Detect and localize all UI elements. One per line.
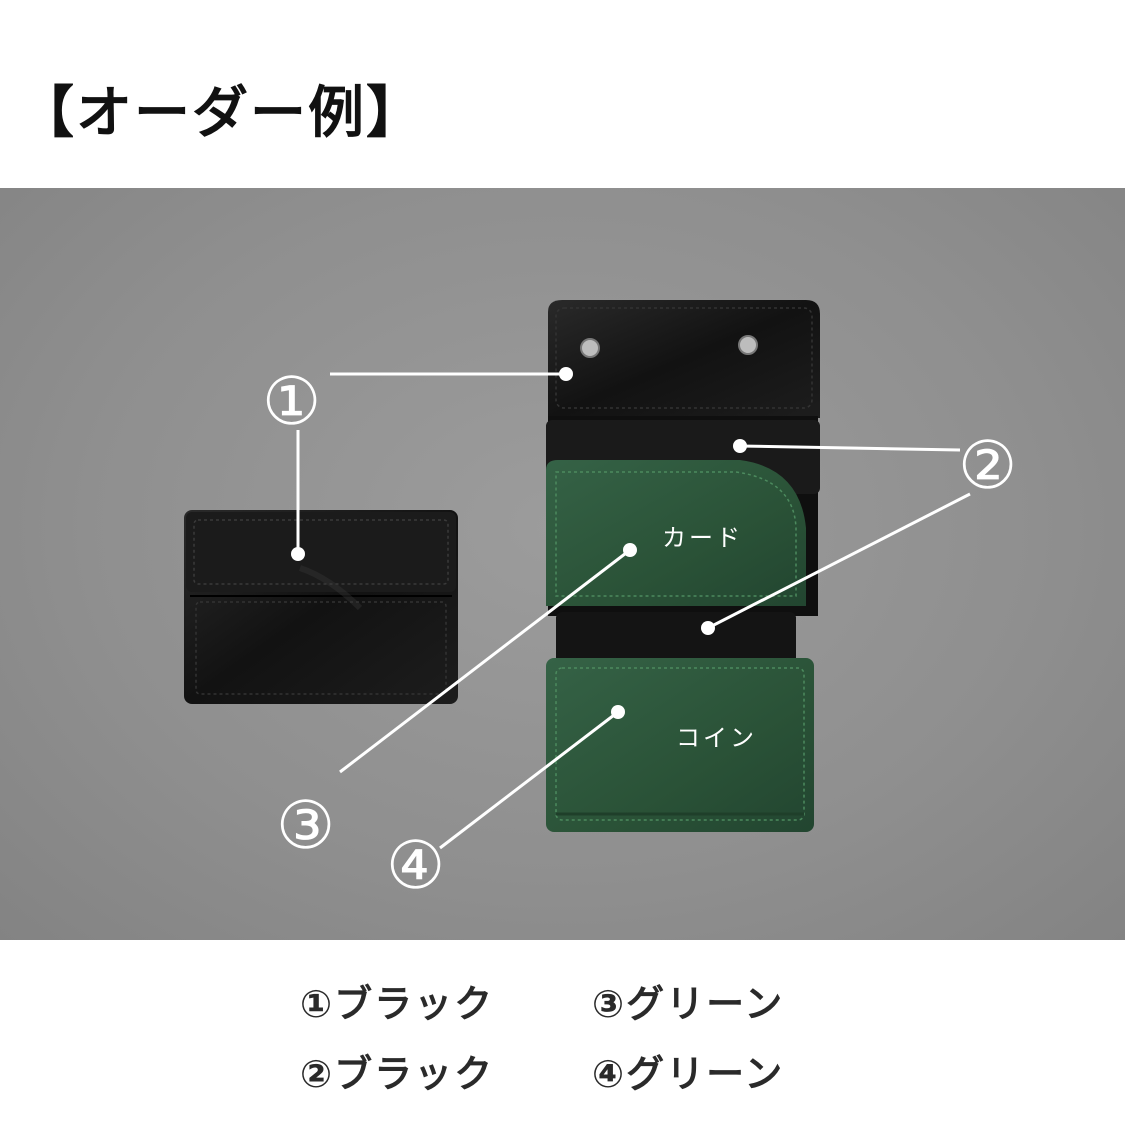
middle-black-strap [556,612,796,668]
coin-pocket [546,658,814,832]
callout-lines [296,372,971,850]
flap-stitching [193,519,449,585]
product-photo: カード コイン ① ② ③ ④ [0,188,1125,940]
callout-numbers: ① ② ③ ④ [262,363,1017,904]
callout-3-line [339,548,631,774]
callout-2-line-b [707,492,971,630]
snap-right [738,335,758,355]
legend-item-3: ③グリーン [592,982,785,1026]
top-flap [548,300,820,418]
callout-2-dot-a [733,439,747,453]
closed-wallet-flap [186,512,456,592]
legend-item-1: ①ブラック [300,982,495,1026]
callout-1-number: ① [262,363,321,440]
callout-4-dot [611,705,625,719]
leather-highlight [299,565,363,611]
top-flap-stitching [555,307,813,409]
closed-wallet [184,510,458,704]
callout-3-dot [623,543,637,557]
callout-4-line [439,710,619,850]
wallet-illustration: カード コイン ① ② ③ ④ [184,300,1017,904]
callout-1-dot-a [291,547,305,561]
legend-item-4: ④グリーン [592,1052,785,1096]
snap-left [580,338,600,358]
coin-label: コイン [676,724,757,752]
coin-pocket-stitching [555,667,805,821]
callout-3-number: ③ [276,787,335,864]
page-title: 【オーダー例】 [18,81,424,146]
card-pocket [546,460,806,606]
legend-item-2: ②ブラック [300,1052,495,1096]
card-label: カード [662,524,743,552]
callout-2-line-a [739,444,961,452]
callout-1-dot-b [559,367,573,381]
callout-dots [291,367,747,719]
callout-4-number: ④ [386,827,445,904]
body-stitching [195,601,447,695]
callout-2-dot-b [701,621,715,635]
card-pocket-stitching [555,471,797,597]
callout-2-number: ② [958,427,1017,504]
open-wallet: カード コイン [546,300,820,832]
